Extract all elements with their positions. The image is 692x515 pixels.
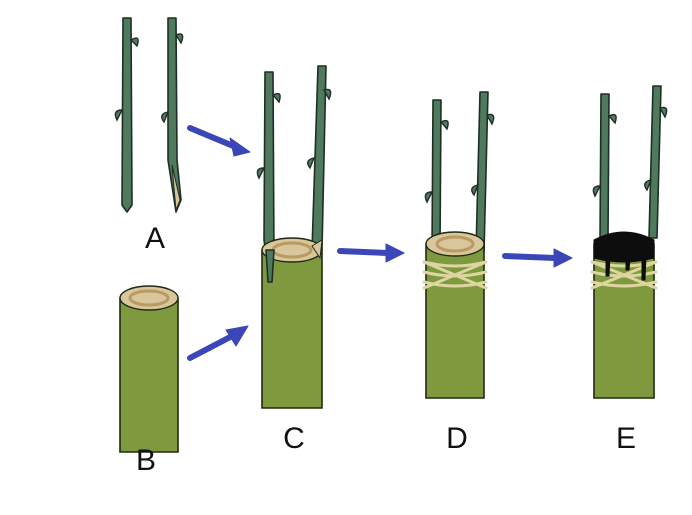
wax-seal: [593, 231, 655, 281]
arrow-d-to-e: [502, 248, 573, 268]
label-a: A: [144, 222, 165, 255]
arrow-a-to-c: [187, 125, 251, 157]
stage-e-sealed: [590, 85, 668, 399]
stage-d-tied: [422, 91, 495, 399]
stage-b-rootstock: [119, 285, 179, 453]
scion-cutting-left: [114, 17, 139, 213]
twine-binding: [422, 260, 488, 290]
arrow-b-to-c: [187, 325, 249, 361]
arrow-c-to-d: [337, 243, 405, 263]
label-d: D: [446, 422, 468, 455]
label-b: B: [135, 444, 156, 477]
stage-a-scions: [114, 17, 184, 213]
scion-cutting-right: [161, 17, 184, 213]
label-e: E: [615, 422, 636, 455]
stage-c-inserted: [256, 65, 332, 409]
label-c: C: [283, 422, 305, 455]
